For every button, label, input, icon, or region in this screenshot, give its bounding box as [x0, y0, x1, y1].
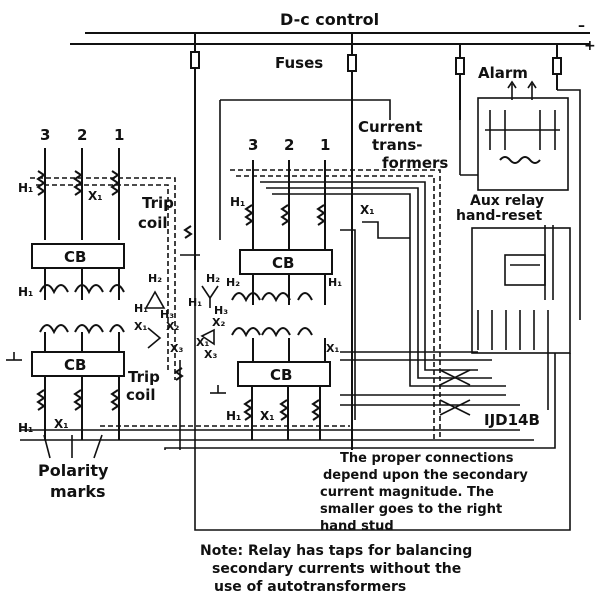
phase-2-center: 2 [284, 136, 294, 154]
relay-id-label: IJD14B [484, 411, 540, 429]
cl-h1: H₁ [226, 409, 241, 423]
center-upper-transformers: 3 2 1 H₁ X₁ CB H₂ H₁ X₁ [226, 136, 375, 362]
fuse-3 [455, 57, 465, 75]
cb-left-lower-label: CB [64, 356, 86, 374]
aux-relay: Alarm Aux relay hand-reset [219, 64, 581, 320]
ll-h1: H₁ [18, 421, 33, 435]
x-x1: X₁ [134, 320, 147, 333]
aux-relay-label-2: hand-reset [456, 208, 542, 224]
connection-symbols: H₂ H₁ H₃ H₂ H₁ H₃ X₁ X₂ X₃ X₂ X₁ X₃ [134, 272, 228, 361]
trip-coil-upper: Trip coil [138, 194, 200, 256]
trip-coil-lower-1: Trip [128, 368, 160, 386]
aux-relay-box [477, 97, 569, 191]
cb-left-lower [31, 351, 125, 377]
note-relay-3: use of autotransformers [214, 579, 406, 595]
trip-coil-lower-2: coil [126, 386, 155, 404]
fuses-label: Fuses [275, 54, 323, 72]
ll-x1: X₁ [54, 417, 69, 431]
fuses: Fuses [190, 33, 562, 450]
cu-x1b: X₁ [326, 342, 339, 355]
cb-center-lower-label: CB [270, 366, 292, 384]
interconnect-wiring [20, 169, 571, 531]
cl-x1: X₁ [260, 409, 275, 423]
fuse-2 [347, 54, 357, 72]
phase-1-center: 1 [320, 136, 330, 154]
y-x1: X₁ [196, 336, 209, 349]
note-connections-4: smaller goes to the right [320, 502, 502, 517]
left-upper-transformers: 3 2 1 H₁ X₁ CB H₁ [18, 126, 125, 300]
y-x2: X₂ [212, 316, 225, 329]
delta-h1: H₁ [134, 302, 148, 315]
relay-note: Note: Relay has taps for balancing secon… [200, 543, 472, 595]
polarity-label-1: Polarity [38, 461, 109, 480]
phase-3-center: 3 [248, 136, 258, 154]
trip-coil-upper-1: Trip [142, 194, 174, 212]
fuse-1 [190, 51, 200, 69]
dc-control-label: D-c control [280, 10, 379, 29]
bus-minus-label: – [578, 18, 585, 34]
x-x3: X₃ [170, 342, 183, 355]
note-connections-3: current magnitude. The [320, 485, 494, 500]
alarm-label: Alarm [478, 64, 528, 82]
phase-2-left: 2 [77, 126, 87, 144]
cu-h2: H₂ [226, 276, 240, 289]
cb-center-upper-label: CB [272, 254, 294, 272]
wye-h2: H₂ [206, 272, 220, 285]
delta-h2: H₂ [148, 272, 162, 285]
lu-h2: H₁ [18, 285, 33, 299]
phase-1-left: 1 [114, 126, 124, 144]
note-connections-2: depend upon the secondary [323, 468, 528, 483]
cb-left-upper-label: CB [64, 248, 86, 266]
cb-center-upper [239, 249, 333, 275]
polarity-marks: Polarity marks [38, 434, 109, 501]
cb-left-upper [31, 243, 125, 269]
lu-x1: X₁ [88, 189, 103, 203]
left-lower-transformers: CB H₁ X₁ [6, 324, 125, 440]
delta-h3: H₃ [160, 308, 174, 321]
ct-label-1: Current [358, 118, 423, 136]
bus-plus-label: + [584, 38, 596, 54]
relay-box [471, 227, 571, 354]
ct-label-3: formers [382, 154, 448, 172]
phase-3-left: 3 [40, 126, 50, 144]
y-x3: X₃ [204, 348, 217, 361]
aux-relay-label-1: Aux relay [470, 193, 544, 209]
cu-h1: H₁ [230, 195, 245, 209]
note-relay-2: secondary currents without the [212, 561, 461, 577]
ct-label-group: Current trans- formers [358, 118, 448, 172]
relay-ijd14b: IJD14B [471, 225, 571, 429]
wye-h3: H₃ [214, 304, 228, 317]
cu-x1: X₁ [360, 203, 375, 217]
lu-h1: H₁ [18, 181, 33, 195]
cu-h1b: H₁ [328, 276, 342, 289]
connections-note: The proper connections depend upon the s… [320, 451, 528, 534]
ct-label-2: trans- [372, 136, 423, 154]
note-relay-1: Note: Relay has taps for balancing [200, 543, 472, 559]
center-lower-transformers: CB H₁ X₁ [210, 361, 331, 440]
fuse-4 [552, 57, 562, 75]
trip-coil-lower: Trip coil [126, 360, 184, 450]
trip-coil-upper-2: coil [138, 214, 167, 232]
x-x2: X₂ [166, 320, 179, 333]
polarity-label-2: marks [50, 482, 106, 501]
cb-center-lower [237, 361, 331, 387]
note-connections-1: The proper connections [340, 451, 514, 466]
dc-control-bus: D-c control – + [70, 10, 596, 54]
note-connections-5: hand stud [320, 519, 394, 534]
